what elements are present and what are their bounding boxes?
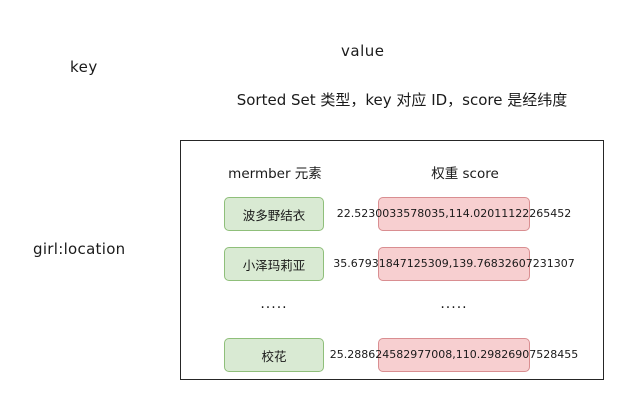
column-header-score: 权重 score: [431, 166, 499, 182]
score-cell: 25.288624582977008,110.29826907528455: [330, 338, 578, 372]
value-description-text: Sorted Set 类型，key 对应 ID，score 是经纬度: [236, 91, 568, 109]
column-header-member: mermber 元素: [228, 166, 322, 182]
member-cell: 波多野结衣: [224, 197, 324, 231]
value-column-label: value: [341, 42, 385, 60]
key-column-label: key: [70, 58, 98, 76]
member-cell: 小泽玛莉亚: [224, 247, 324, 281]
score-cell: 22.5230033578035,114.02011122265452: [337, 197, 571, 231]
member-cell: 校花: [224, 338, 324, 372]
score-cell: 35.67931847125309,139.76832607231307: [333, 247, 575, 281]
member-ellipsis: ·····: [260, 300, 288, 316]
score-ellipsis: ·····: [440, 300, 468, 316]
key-name-text: girl:location: [33, 240, 126, 258]
